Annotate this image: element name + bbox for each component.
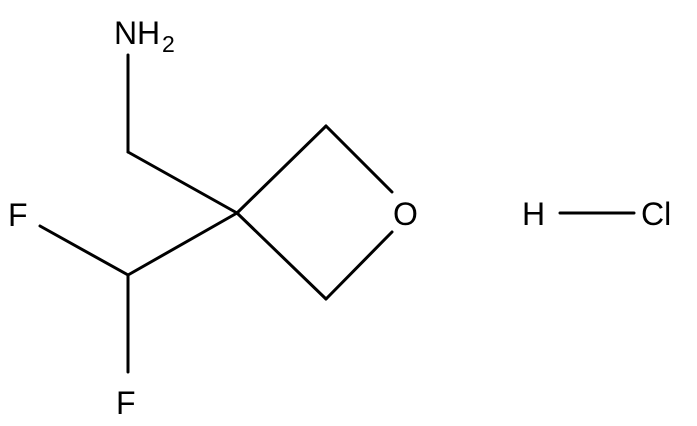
bond-chf2-f-upper (38, 224, 130, 277)
bond-ring-c2-o-top (324, 124, 394, 194)
fluorine-upper-label: F (8, 197, 28, 233)
fluorine-lower-label: F (116, 385, 136, 421)
amine-h-count: 2 (162, 31, 175, 57)
amine-h-label: H (137, 15, 160, 51)
bond-ring-o-c4-bottom (324, 230, 394, 301)
bond-quaternary-c-chf2 (126, 211, 239, 277)
amine-n-label: N (114, 15, 137, 51)
salt-chlorine-label: Cl (641, 196, 671, 232)
bond-ring-c4-c3-bottom (235, 211, 328, 301)
bond-ring-c3-c2-top (235, 124, 328, 215)
ring-oxygen-label: O (393, 196, 418, 232)
bond-ch2-quaternary-c (126, 150, 239, 215)
salt-hydrogen-label: H (522, 196, 545, 232)
